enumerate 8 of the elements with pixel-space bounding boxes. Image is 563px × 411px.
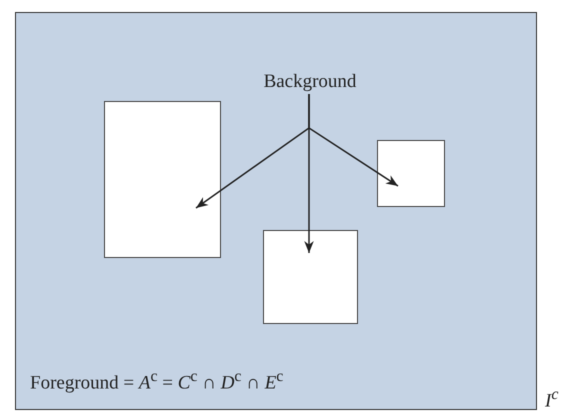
arrow [308,94,398,187]
region-rectangle [377,140,445,207]
formula-text: Foreground = A$^{c}$ = C$^{c}$ ∩ D$^{c}$ ∩ E$^{c}$ [30,368,284,394]
region-rectangle [104,101,221,258]
image-frame [15,12,537,410]
set-label: I$^{c}$ [545,386,558,411]
region-rectangle [263,230,358,324]
text-label: Background [251,71,369,95]
